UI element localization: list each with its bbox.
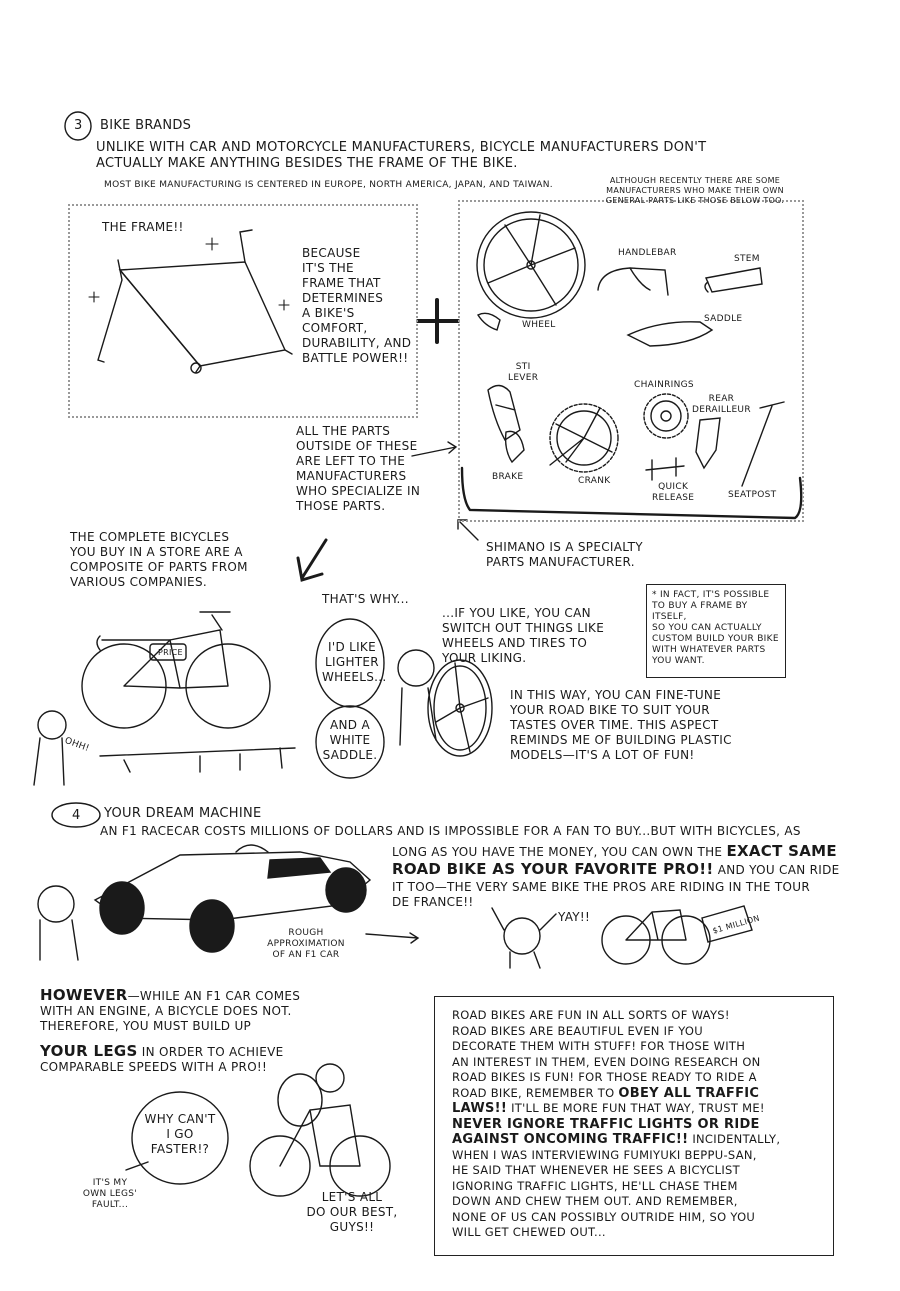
- sti-lever-drawing: [487, 384, 521, 442]
- lighter-wheels-bubble: I'D LIKE LIGHTER WHEELS...: [322, 640, 387, 684]
- road-bike-pro-emphasis: ROAD BIKE AS YOUR FAVORITE PRO!!: [392, 860, 714, 878]
- never-ignore-emphasis: NEVER IGNORE TRAFFIC LIGHTS OR RIDE AGAI…: [452, 1116, 760, 1148]
- complete-bicycles-text: THE COMPLETE BICYCLES YOU BUY IN A STORE…: [70, 530, 248, 589]
- section-3-title: BIKE BRANDS: [100, 118, 192, 133]
- all-parts-text: ALL THE PARTS OUTSIDE OF THESE ARE LEFT …: [296, 424, 421, 513]
- frame-label: THE FRAME!!: [102, 220, 184, 234]
- legs-text: IN ORDER TO ACHIEVE: [137, 1045, 284, 1059]
- section-3-circle: [64, 111, 92, 141]
- dream-bike-drawing: [601, 905, 753, 965]
- fine-tune-text: IN THIS WAY, YOU CAN FINE-TUNE YOUR ROAD…: [510, 688, 732, 762]
- rough-approximation-label: ROUGH APPROXIMATION OF AN F1 CAR: [267, 928, 345, 960]
- why-bubble-outline: [131, 1091, 229, 1185]
- footnote-text: * IN FACT, IT'S POSSIBLE TO BUY A FRAME …: [652, 590, 779, 666]
- however-block: HOWEVER—WHILE AN F1 CAR COMES WITH AN EN…: [40, 986, 340, 1034]
- f1-car-drawing: [93, 844, 372, 953]
- fan-figure-drawing: [37, 885, 79, 961]
- arrow-to-parts-icon: [411, 441, 458, 457]
- kid-figure-drawing: [33, 710, 67, 786]
- brake-drawing: [504, 430, 525, 464]
- crank-drawing: [549, 403, 619, 473]
- saddle-label: SADDLE: [704, 314, 743, 324]
- laws-emphasis: LAWS!!: [452, 1101, 508, 1116]
- if-you-like-text: ...IF YOU LIKE, YOU CAN SWITCH OUT THING…: [442, 606, 605, 665]
- however-text: —WHILE AN F1 CAR COMES WITH AN ENGINE, A…: [40, 989, 301, 1033]
- why-cant-bubble: WHY CAN'T I GO FASTER!?: [144, 1112, 216, 1156]
- rear-derailleur-drawing: [695, 417, 721, 470]
- wheel-drawing: [476, 211, 586, 331]
- manufacturing-centers-text: MOST BIKE MANUFACTURING IS CENTERED IN E…: [104, 180, 553, 190]
- parts-bracket: [460, 466, 803, 520]
- own-line-text: LONG AS YOU HAVE THE MONEY, YOU CAN OWN …: [392, 845, 727, 859]
- wheel-label: WHEEL: [522, 320, 556, 330]
- handlebar-floor-drawing: [99, 747, 296, 773]
- handlebar-label: HANDLEBAR: [618, 248, 677, 258]
- bike-frame-drawing: [97, 229, 293, 374]
- white-saddle-bubble: AND A WHITE SADDLE.: [322, 718, 378, 762]
- seatpost-label: SEATPOST: [728, 490, 777, 500]
- seatpost-drawing: [741, 401, 785, 487]
- closing-note-part-3: INCIDENTALLY, WHEN I WAS INTERVIEWING FU…: [452, 1132, 781, 1239]
- stem-label: STEM: [734, 254, 760, 264]
- comparable-speeds-text: COMPARABLE SPEEDS WITH A PRO!!: [40, 1060, 268, 1074]
- sparkle-icons: [88, 237, 290, 311]
- arrow-to-bracket-icon: [457, 519, 479, 541]
- price-tag: PRICE: [158, 648, 183, 657]
- footnote-box: [646, 584, 786, 678]
- shimano-text: SHIMANO IS A SPECIALTY PARTS MANUFACTURE…: [486, 540, 643, 569]
- lets-all-text: LET'S ALL DO OUR BEST, GUYS!!: [306, 1190, 398, 1234]
- saddle-drawing: [626, 321, 714, 347]
- pro-bike-line: ROAD BIKE AS YOUR FAVORITE PRO!! AND YOU…: [392, 860, 872, 878]
- section-3-number: 3: [74, 118, 83, 133]
- stem-drawing: [704, 267, 763, 293]
- closing-note-box: [434, 996, 834, 1256]
- cheering-kid-drawing: [491, 907, 557, 969]
- bubble-1-outline: [315, 618, 385, 708]
- rear-derailleur-label: REAR DERAILLEUR: [692, 394, 751, 415]
- cyclist-drawing: [249, 1063, 391, 1197]
- crank-label: CRANK: [578, 476, 611, 486]
- although-note: ALTHOUGH RECENTLY THERE ARE SOME MANUFAC…: [605, 176, 785, 205]
- section-4-circle: [51, 802, 101, 828]
- own-the-same-line: LONG AS YOU HAVE THE MONEY, YOU CAN OWN …: [392, 842, 872, 860]
- section-4-number: 4: [72, 808, 81, 823]
- exact-same-emphasis: EXACT SAME: [726, 842, 837, 860]
- arrow-right-icon: [365, 932, 420, 944]
- handlebar-drawing: [597, 267, 669, 296]
- own-legs-fault-text: IT'S MY OWN LEGS' FAULT...: [82, 1178, 138, 1210]
- your-legs-line: YOUR LEGS IN ORDER TO ACHIEVE: [40, 1042, 360, 1060]
- closing-note-text: ROAD BIKES ARE FUN IN ALL SORTS OF WAYS!…: [452, 1008, 828, 1241]
- sti-lever-label: STI LEVER: [508, 362, 539, 383]
- frame-panel: [68, 204, 418, 418]
- f1-intro-line: AN F1 RACECAR COSTS MILLIONS OF DOLLARS …: [100, 824, 801, 838]
- parts-panel: [458, 200, 804, 522]
- yay-text: YAY!!: [558, 910, 591, 924]
- brake-label: BRAKE: [492, 472, 524, 482]
- complete-bicycle-drawing: [81, 611, 271, 729]
- pointer-line: [125, 1161, 149, 1171]
- chainrings-drawing: [643, 393, 689, 439]
- quick-release-drawing: [645, 457, 685, 481]
- author-with-wheel-drawing: [397, 649, 493, 757]
- bubble-2-outline: [315, 705, 385, 779]
- section-4-title: YOUR DREAM MACHINE: [104, 806, 262, 821]
- closing-note-part-1: ROAD BIKES ARE FUN IN ALL SORTS OF WAYS!…: [452, 1008, 761, 1100]
- obey-emphasis: OBEY ALL TRAFFIC: [618, 1085, 760, 1101]
- thats-why-text: THAT'S WHY...: [322, 592, 409, 606]
- however-emphasis: HOWEVER: [40, 986, 128, 1004]
- section-3-intro: UNLIKE WITH CAR AND MOTORCYCLE MANUFACTU…: [96, 140, 707, 171]
- big-arrow-icon: [296, 538, 328, 582]
- chainrings-label: CHAINRINGS: [634, 380, 694, 390]
- your-legs-emphasis: YOUR LEGS: [40, 1042, 138, 1060]
- quick-release-label: QUICK RELEASE: [652, 482, 695, 503]
- closing-note-part-2: IT'LL BE MORE FUN THAT WAY, TRUST ME!: [507, 1101, 765, 1115]
- ride-it-text: AND YOU CAN RIDE: [713, 863, 840, 877]
- plus-icon: [416, 298, 460, 344]
- frame-explanation: BECAUSE IT'S THE FRAME THAT DETERMINES A…: [302, 246, 412, 365]
- tour-de-france-text: IT TOO—THE VERY SAME BIKE THE PROS ARE R…: [392, 880, 810, 909]
